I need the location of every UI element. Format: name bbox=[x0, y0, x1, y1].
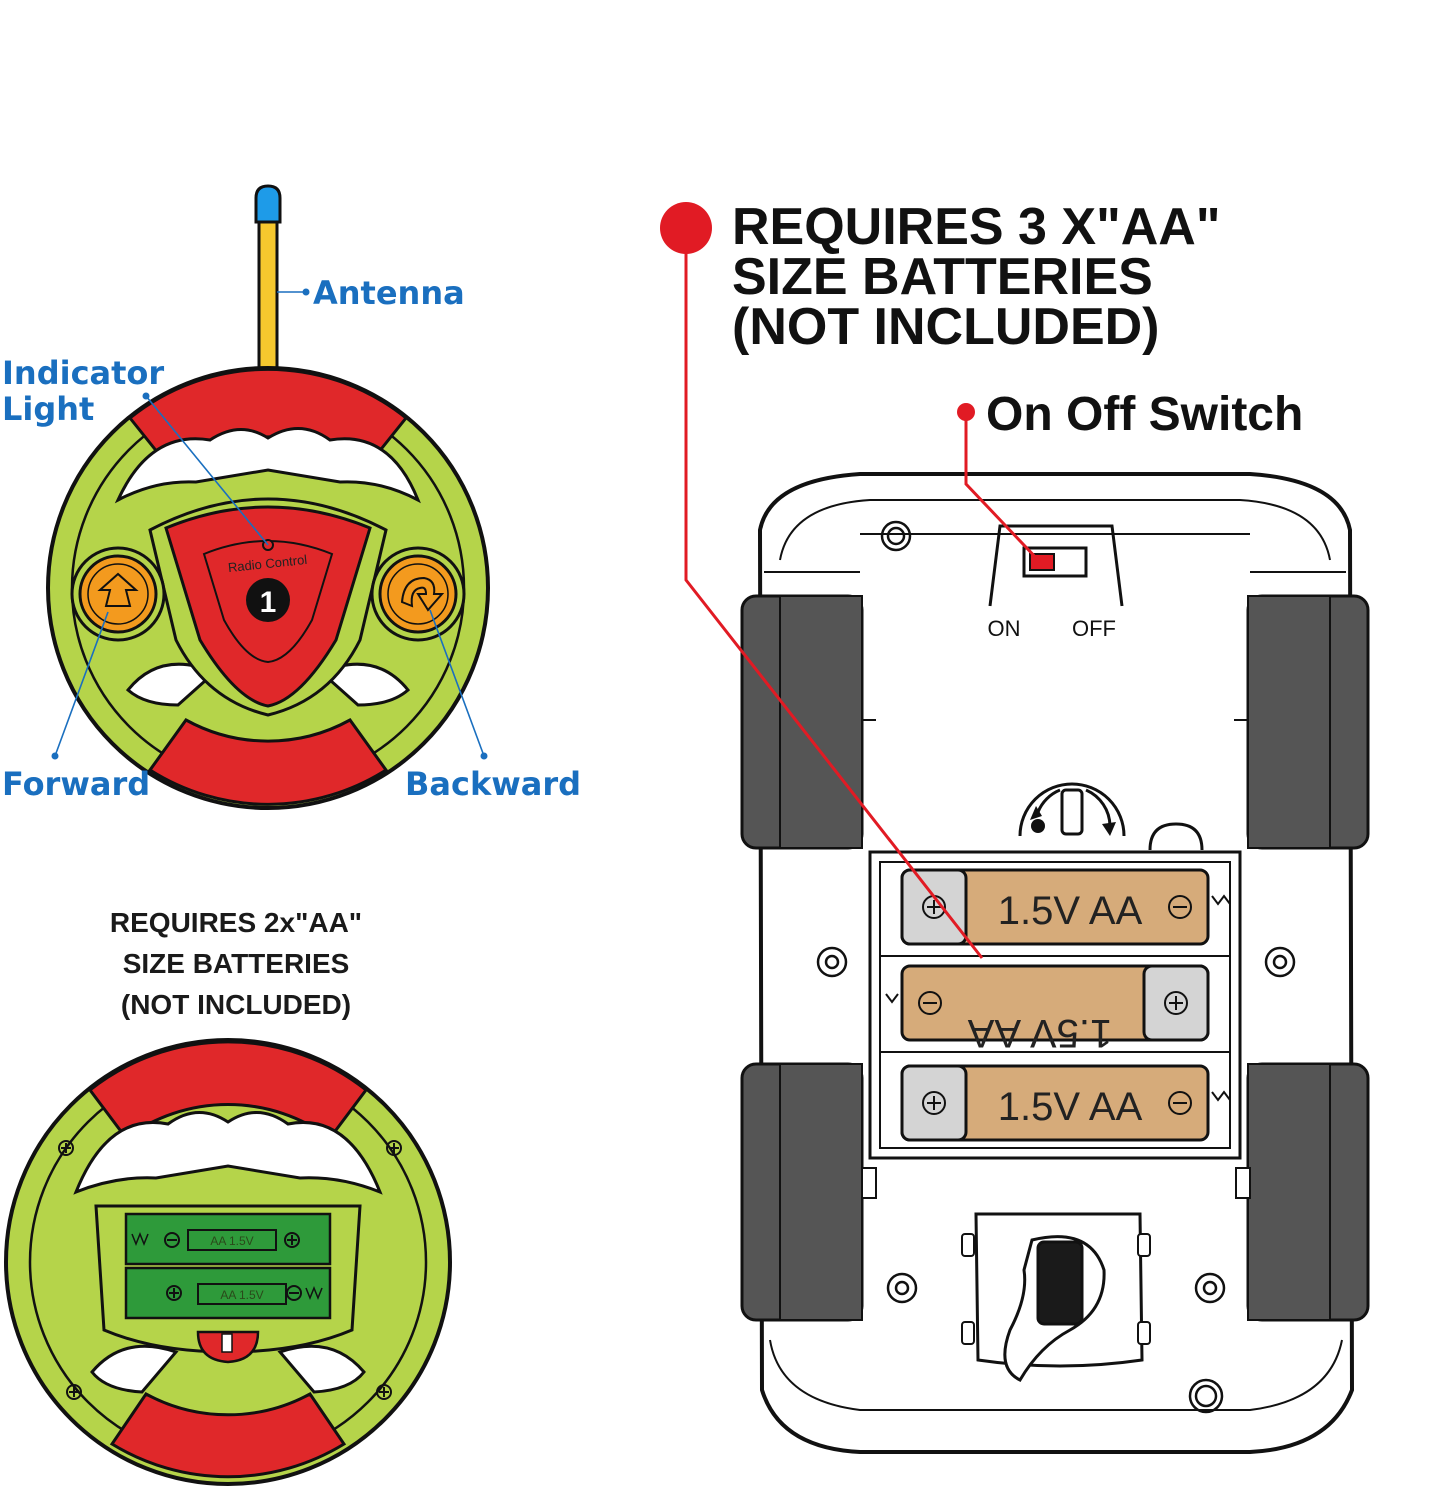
antenna bbox=[254, 184, 282, 374]
battery-cover-lock[interactable] bbox=[1018, 782, 1204, 851]
backward-button[interactable] bbox=[370, 546, 466, 642]
car-on-off-switch[interactable]: ON OFF bbox=[988, 524, 1124, 641]
antenna-label: Antenna bbox=[313, 274, 465, 312]
backward-label: Backward bbox=[405, 765, 581, 803]
indicator-label-line1: Indicator bbox=[2, 354, 164, 392]
car-rear-mechanism bbox=[961, 1212, 1151, 1382]
remote-battery-1-label: AA 1.5V bbox=[210, 1234, 253, 1248]
car-battery-3-label: 1.5V AA bbox=[998, 1085, 1143, 1129]
remote-battery-requirement: REQUIRES 2x"AA" SIZE BATTERIES (NOT INCL… bbox=[110, 907, 362, 1020]
number-badge bbox=[246, 578, 290, 622]
car-battery-1-label: 1.5V AA bbox=[998, 889, 1143, 933]
indicator-label-line2: Light bbox=[2, 390, 94, 428]
switch-callout-dot bbox=[957, 403, 975, 421]
forward-label: Forward bbox=[2, 765, 150, 803]
arrow-back-icon bbox=[400, 576, 445, 612]
tires bbox=[740, 594, 1370, 1322]
remote-req-line3: (NOT INCLUDED) bbox=[121, 989, 351, 1020]
switch-on-label: ON bbox=[988, 616, 1021, 641]
remote-front: Radio Control 1 bbox=[2, 184, 581, 810]
remote-req-line2: SIZE BATTERIES bbox=[123, 948, 350, 979]
forward-button[interactable] bbox=[70, 546, 166, 642]
on-off-switch-title: On Off Switch bbox=[986, 388, 1303, 441]
wheel-cutout-top bbox=[114, 427, 421, 504]
remote-battery-2-label: AA 1.5V bbox=[220, 1288, 263, 1302]
battery-callout-dot bbox=[660, 202, 712, 254]
arrow-up-icon bbox=[97, 572, 139, 607]
car-req-line2: SIZE BATTERIES bbox=[732, 248, 1153, 306]
car-battery-2: 1.5V AA bbox=[885, 964, 1210, 1055]
car-underside: ON OFF bbox=[740, 472, 1370, 1454]
remote-req-line1: REQUIRES 2x"AA" bbox=[110, 907, 362, 938]
car-screw-holes bbox=[816, 520, 1296, 1414]
screws bbox=[58, 1140, 402, 1400]
car-battery-requirement: REQUIRES 3 X"AA" SIZE BATTERIES (NOT INC… bbox=[732, 198, 1303, 441]
car-battery-3: 1.5V AA bbox=[900, 1064, 1231, 1142]
front-callout-lines bbox=[54, 291, 485, 757]
remote-battery-compartment: AA 1.5V AA 1.5V bbox=[124, 1212, 332, 1320]
remote-back: AA 1.5V AA 1.5V bbox=[4, 1038, 452, 1486]
car-battery-1: 1.5V AA bbox=[900, 868, 1231, 946]
wheel-grip-bottom bbox=[147, 718, 389, 806]
car-battery-2-label: 1.5V AA bbox=[967, 1011, 1112, 1055]
switch-off-label: OFF bbox=[1072, 616, 1116, 641]
car-req-line3: (NOT INCLUDED) bbox=[732, 298, 1160, 356]
car-callouts bbox=[660, 202, 1042, 959]
car-req-line1: REQUIRES 3 X"AA" bbox=[732, 198, 1221, 256]
car-battery-compartment: 1.5V AA 1.5V AA bbox=[868, 850, 1242, 1160]
number-badge-text: 1 bbox=[260, 586, 277, 619]
